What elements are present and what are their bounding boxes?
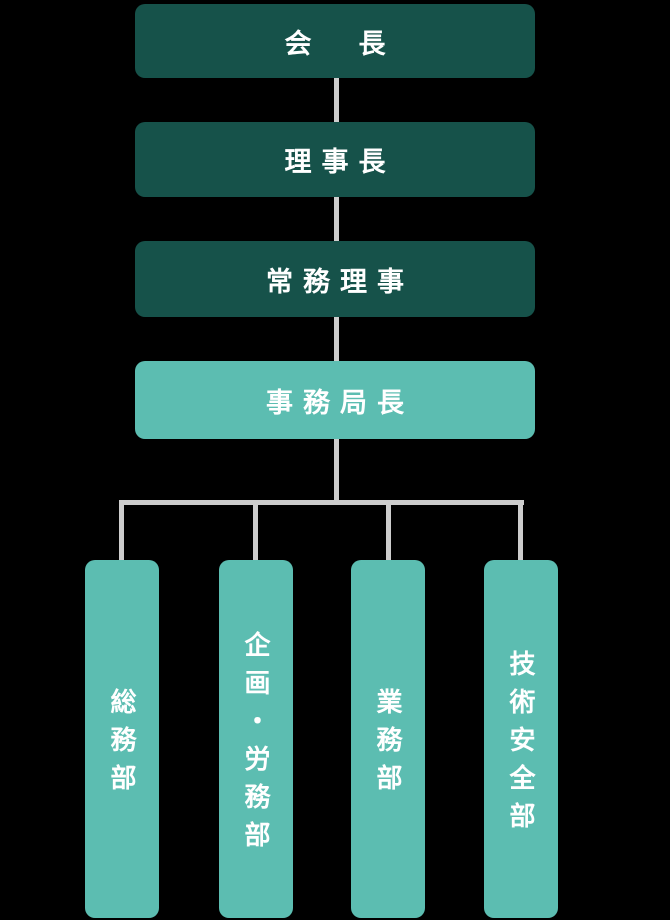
node-dept-general-affairs: 総務部 [85, 560, 159, 918]
node-president-label: 理事長 [284, 147, 396, 177]
node-secretary-general: 事務局長 [135, 361, 535, 439]
connector-horizontal-branch [119, 500, 524, 505]
node-dept-technical-safety: 技術安全部 [484, 560, 558, 918]
node-dept-operations: 業務部 [351, 560, 425, 918]
node-dept-operations-label: 業務部 [373, 688, 403, 802]
node-secretary-general-label: 事務局長 [266, 387, 414, 418]
connector-drop-planning-labor [253, 500, 258, 562]
node-president: 理事長 [135, 122, 535, 197]
connector-drop-operations [386, 500, 391, 562]
node-managing-director-label: 常務理事 [266, 266, 414, 297]
node-chairman: 会 長 [135, 4, 535, 78]
connector-drop-general-affairs [119, 500, 124, 562]
node-dept-technical-safety-label: 技術安全部 [506, 650, 536, 840]
connector-drop-technical-safety [518, 500, 523, 562]
node-dept-general-affairs-label: 総務部 [107, 688, 137, 802]
node-managing-director: 常務理事 [135, 241, 535, 317]
node-dept-planning-labor: 企画・労務部 [219, 560, 293, 918]
node-chairman-label: 会 長 [284, 28, 396, 59]
node-dept-planning-labor-label: 企画・労務部 [241, 631, 271, 859]
